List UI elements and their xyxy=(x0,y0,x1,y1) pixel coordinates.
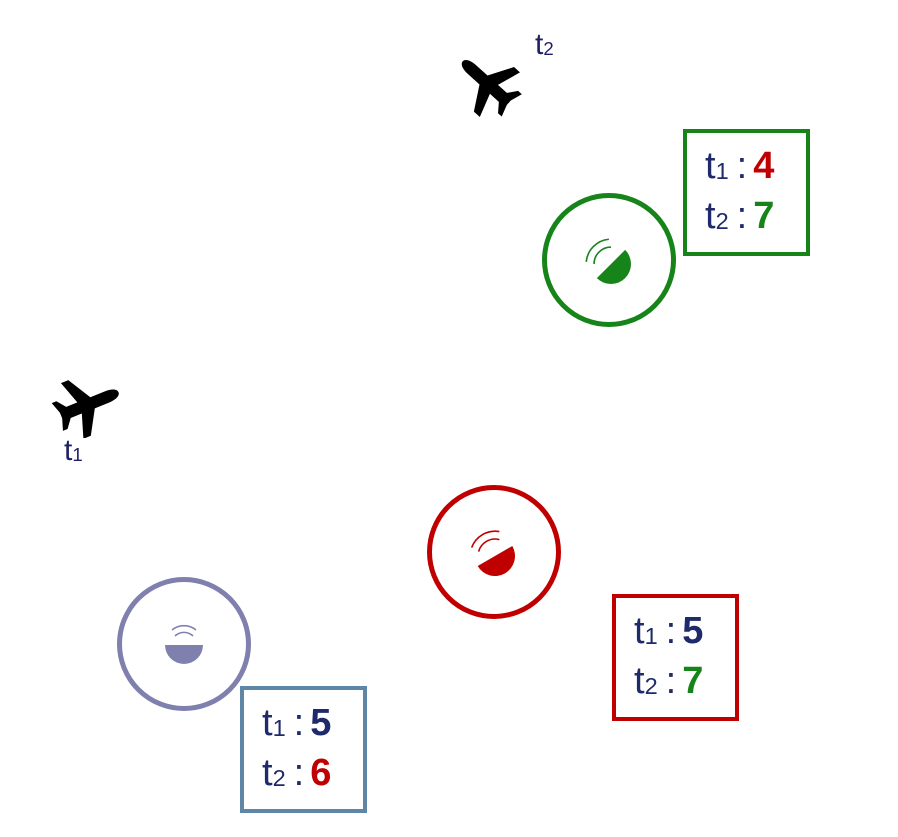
reading-value: 7 xyxy=(753,195,775,237)
reading-row-t2: t2:7 xyxy=(705,195,775,237)
reading-row-t1: t1:5 xyxy=(262,702,332,744)
reading-box-green: t1:4 t2:7 xyxy=(683,129,810,256)
radar-station-purple xyxy=(117,577,251,711)
reading-value: 7 xyxy=(682,660,704,702)
radar-station-green xyxy=(542,193,676,327)
radar-station-red xyxy=(427,485,561,619)
reading-row-t1: t1:5 xyxy=(634,610,704,652)
reading-row-t2: t2:6 xyxy=(262,752,332,794)
reading-box-red: t1:5 t2:7 xyxy=(612,594,739,721)
reading-row-t1: t1:4 xyxy=(705,145,775,187)
reading-row-t2: t2:7 xyxy=(634,660,704,702)
reading-box-purple: t1:5 t2:6 xyxy=(240,686,367,813)
reading-value: 5 xyxy=(682,610,704,652)
airplane-icon xyxy=(51,380,119,438)
reading-value: 6 xyxy=(310,752,332,794)
reading-value: 5 xyxy=(310,702,332,744)
radar-dish-icon xyxy=(165,624,203,664)
reading-value: 4 xyxy=(753,145,775,187)
radar-dish-icon xyxy=(470,530,515,576)
plane-label-t2: t2 xyxy=(535,28,554,61)
plane-label-t1: t1 xyxy=(64,434,83,467)
airplane-icon xyxy=(461,59,522,118)
radar-dish-icon xyxy=(585,238,631,284)
